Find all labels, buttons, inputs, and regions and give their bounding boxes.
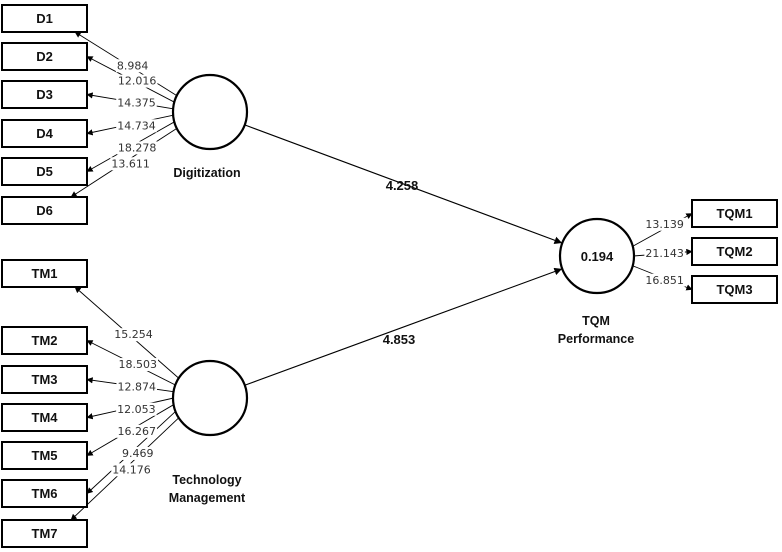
indicator-label-tqm1: TQM1 [716, 206, 752, 221]
loading-value-d6: 13.611 [111, 157, 150, 170]
indicator-label-tm5: TM5 [32, 448, 58, 463]
indicator-box-tm7[interactable] [1, 519, 88, 548]
tqm-performance-r2: 0.194 [581, 249, 614, 264]
indicator-box-d2[interactable] [1, 42, 88, 71]
indicator-label-tm4: TM4 [32, 410, 59, 425]
loading-value-bg [110, 157, 151, 171]
indicator-box-tm4[interactable] [1, 403, 88, 432]
indicator-box-d1[interactable] [1, 4, 88, 33]
indicator-label-d4: D4 [36, 126, 53, 141]
indicator-label-d6: D6 [36, 203, 53, 218]
indicator-box-d6[interactable] [1, 196, 88, 225]
loading-value-tqm3: 16.851 [645, 274, 684, 287]
indicator-label-d2: D2 [36, 49, 53, 64]
technology-management-label-line2: Management [169, 491, 246, 505]
loading-value-bg [116, 380, 157, 394]
loading-value-d5: 18.278 [118, 141, 157, 154]
path-technology-to-tqm-coefficient: 4.853 [383, 332, 416, 347]
loading-value-tm7: 14.176 [112, 463, 151, 476]
loading-value-bg [644, 217, 685, 231]
construct-technology-management[interactable] [171, 359, 249, 437]
loading-value-bg [115, 59, 150, 73]
loading-value-tm6: 9.469 [122, 447, 154, 460]
construct-digitization[interactable] [171, 73, 249, 151]
indicator-label-tm3: TM3 [32, 372, 58, 387]
indicator-box-d4[interactable] [1, 119, 88, 148]
loading-value-bg [116, 402, 157, 416]
loading-value-bg [117, 358, 159, 372]
tqm-performance-label-line1: TQM [582, 314, 610, 328]
loading-value-bg [116, 119, 157, 133]
loading-value-bg [113, 328, 154, 342]
indicator-label-tm2: TM2 [32, 333, 58, 348]
indicator-box-tm3[interactable] [1, 365, 88, 394]
loading-value-d4: 14.734 [117, 119, 156, 132]
indicator-box-d5[interactable] [1, 157, 88, 186]
indicator-label-d5: D5 [36, 164, 53, 179]
loading-value-tqm1: 13.139 [645, 218, 684, 231]
loading-value-bg [116, 96, 157, 110]
indicator-box-tqm2[interactable] [691, 237, 778, 266]
indicator-box-tm2[interactable] [1, 326, 88, 355]
loading-value-d1: 8.984 [117, 59, 149, 72]
indicator-label-tm7: TM7 [32, 526, 58, 541]
loading-value-bg [116, 141, 158, 155]
indicator-label-tm6: TM6 [32, 486, 58, 501]
loading-value-bg [121, 446, 155, 460]
tqm-performance-label-line2: Performance [558, 332, 634, 346]
loading-value-bg [644, 246, 685, 260]
loading-value-d2: 12.016 [118, 75, 157, 88]
indicator-label-tm1: TM1 [32, 266, 58, 281]
loading-value-tm1: 15.254 [114, 328, 153, 341]
indicator-box-tm5[interactable] [1, 441, 88, 470]
indicator-label-tqm3: TQM3 [716, 282, 752, 297]
indicator-box-tm6[interactable] [1, 479, 88, 508]
path-digitization-to-tqm-coefficient: 4.258 [386, 178, 419, 193]
indicator-label-d3: D3 [36, 87, 53, 102]
construct-tqm-performance[interactable] [558, 217, 636, 295]
loading-value-d3: 14.375 [117, 97, 156, 110]
loading-value-tm3: 12.874 [117, 381, 156, 394]
indicator-box-d3[interactable] [1, 80, 88, 109]
loading-value-bg [116, 424, 157, 438]
indicator-box-tqm3[interactable] [691, 275, 778, 304]
loading-value-tm2: 18.503 [119, 358, 158, 371]
loading-value-bg [644, 273, 685, 287]
loading-value-tm5: 16.267 [117, 425, 156, 438]
loading-value-bg [111, 463, 152, 477]
loading-value-tm4: 12.053 [117, 403, 156, 416]
technology-management-label-line1: Technology [172, 473, 241, 487]
labels: 8.984 12.016 14.375 14.734 18.278 13.611 15.25… [110, 59, 685, 505]
path-technology-to-tqm [244, 267, 563, 386]
indicator-label-tqm2: TQM2 [716, 244, 752, 259]
indicator-box-tqm1[interactable] [691, 199, 778, 228]
indicator-box-tm1[interactable] [1, 259, 88, 288]
loading-value-tqm2: 21.143 [645, 247, 684, 260]
path-digitization-to-tqm [244, 124, 563, 244]
digitization-label: Digitization [173, 166, 240, 180]
indicator-label-d1: D1 [36, 11, 53, 26]
loading-value-bg [116, 74, 158, 88]
